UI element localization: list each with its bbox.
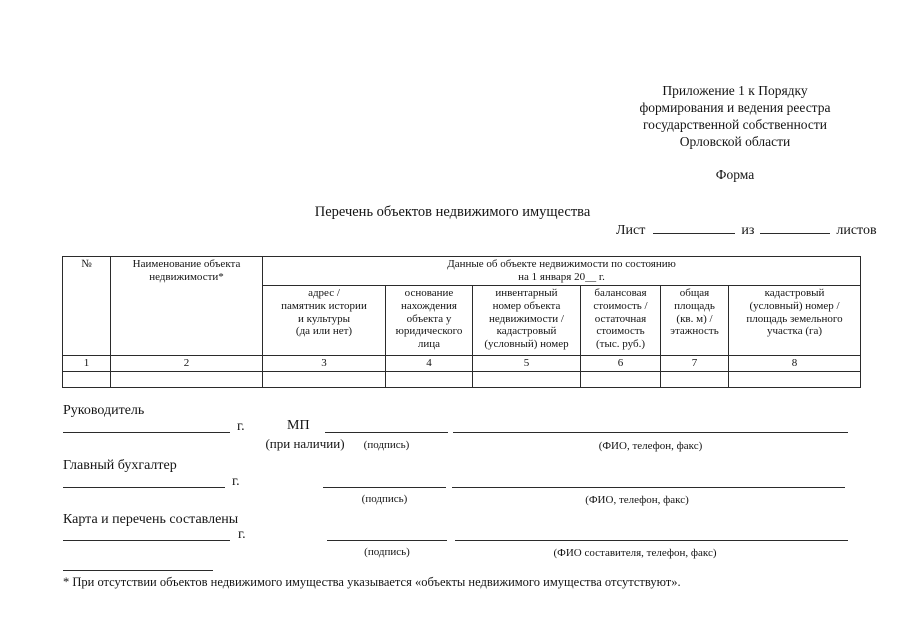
empty-cell [62, 371, 111, 388]
sheet-number-blank [653, 220, 736, 234]
compiler-title: Карта и перечень составлены [63, 512, 239, 527]
col-number-5: 5 [472, 355, 581, 372]
empty-data-row [62, 371, 862, 388]
appendix-block: Приложение 1 к Порядку формирования и ве… [535, 82, 905, 183]
empty-cell [727, 371, 862, 388]
accountant-signature-blank [323, 487, 446, 488]
accountant-fio-label: (ФИО, телефон, факс) [585, 494, 689, 506]
sheet-line: Лист из листов [616, 220, 877, 239]
sub-header-basis: основание нахождения объекта у юридическ… [385, 285, 473, 356]
compiler-sign-label: (подпись) [364, 546, 410, 558]
accountant-sign-label: (подпись) [361, 493, 408, 505]
sheets-label: листов [836, 223, 877, 238]
col-no-header: № [62, 256, 111, 356]
total-sheets-blank [760, 220, 831, 234]
form-label: Форма [715, 167, 755, 182]
col-number-7: 7 [660, 355, 729, 372]
col-name-header: Наименование объекта недвижимости* [110, 256, 263, 356]
footnote-separator [63, 570, 213, 571]
accountant-title: Главный бухгалтер [63, 458, 177, 473]
accountant-fio-blank [452, 487, 845, 488]
head-fio-label: (ФИО, телефон, факс) [598, 440, 703, 452]
sheet-of-label: из [741, 223, 755, 238]
head-signature-blank [325, 432, 448, 433]
empty-cell [262, 371, 386, 388]
compiler-year-suffix: г. [238, 527, 246, 542]
document-title: Перечень объектов недвижимого имущества [314, 204, 591, 220]
empty-cell [580, 371, 661, 388]
sub-header-address: адрес / памятник истории и культуры (да … [262, 285, 386, 356]
empty-cell [660, 371, 729, 388]
sub-header-book-value: балансовая стоимость / остаточная стоимо… [580, 285, 661, 356]
head-year-suffix: г. [237, 419, 245, 434]
compiler-signature-blank [327, 540, 447, 541]
compiler-date-blank [63, 540, 230, 541]
col-number-1: 1 [62, 355, 111, 372]
data-span-header: Данные об объекте недвижимости по состоя… [261, 256, 862, 286]
sub-header-cadastral-number: кадастровый (условный) номер / площадь з… [727, 285, 862, 356]
accountant-year-suffix: г. [232, 474, 240, 489]
sheet-label: Лист [616, 223, 646, 238]
head-sign-label: (подпись) [363, 439, 410, 451]
col-number-4: 4 [385, 355, 473, 372]
head-date-blank [63, 432, 230, 433]
appendix-note: Приложение 1 к Порядку формирования и ве… [639, 83, 831, 149]
empty-cell [110, 371, 263, 388]
compiler-fio-label: (ФИО составителя, телефон, факс) [553, 547, 717, 559]
footnote-text: * При отсутствии объектов недвижимого им… [63, 575, 681, 589]
col-number-6: 6 [580, 355, 661, 372]
col-number-8: 8 [727, 355, 862, 372]
empty-cell [385, 371, 473, 388]
accountant-date-blank [63, 487, 225, 488]
head-fio-blank [453, 432, 848, 433]
compiler-fio-blank [455, 540, 848, 541]
head-title: Руководитель [63, 403, 145, 418]
sub-header-area: общая площадь (кв. м) / этажность [660, 285, 729, 356]
sub-header-inventory-number: инвентарный номер объекта недвижимости /… [472, 285, 581, 356]
property-table: № Наименование объекта недвижимости* Дан… [62, 256, 862, 388]
empty-cell [472, 371, 581, 388]
stamp-note: (при наличии) [265, 436, 345, 451]
column-number-row: 1 2 3 4 5 6 7 8 [62, 355, 862, 372]
stamp-mark: МП [287, 418, 310, 433]
col-number-3: 3 [262, 355, 386, 372]
col-number-2: 2 [110, 355, 263, 372]
